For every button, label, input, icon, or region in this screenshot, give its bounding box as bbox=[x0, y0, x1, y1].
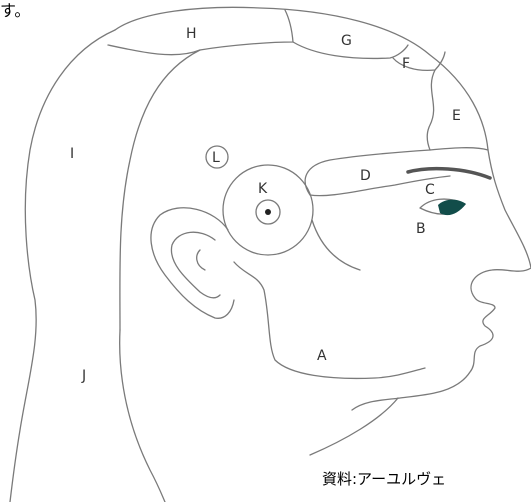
face-profile-outline bbox=[352, 150, 531, 410]
ear-canal bbox=[197, 250, 205, 270]
label-G: G bbox=[341, 33, 352, 49]
zone-H-outline bbox=[108, 10, 293, 55]
label-B: B bbox=[416, 221, 426, 237]
label-E: E bbox=[452, 108, 461, 124]
neck-front-outline bbox=[310, 398, 398, 455]
eye-iris bbox=[438, 200, 466, 216]
label-K: K bbox=[258, 181, 268, 197]
cheek-line bbox=[312, 220, 360, 270]
top-text-fragment: す。 bbox=[0, 0, 30, 21]
ear-inner-fold bbox=[171, 232, 220, 298]
label-F: F bbox=[402, 56, 410, 72]
label-C: C bbox=[425, 182, 435, 198]
back-of-head-outline bbox=[10, 30, 115, 502]
label-A: A bbox=[317, 348, 327, 364]
label-I: I bbox=[70, 146, 74, 162]
neck-back-outline bbox=[120, 330, 165, 502]
ear-outline bbox=[151, 208, 234, 319]
label-J: J bbox=[81, 368, 86, 384]
zone-K-dot bbox=[265, 209, 271, 215]
hairline-outline bbox=[120, 50, 200, 330]
label-L: L bbox=[212, 150, 220, 166]
jawline-outline bbox=[234, 262, 425, 378]
label-D: D bbox=[360, 168, 371, 184]
source-credit: 資料:アーユルヴェ bbox=[322, 468, 446, 489]
label-H: H bbox=[186, 26, 197, 42]
